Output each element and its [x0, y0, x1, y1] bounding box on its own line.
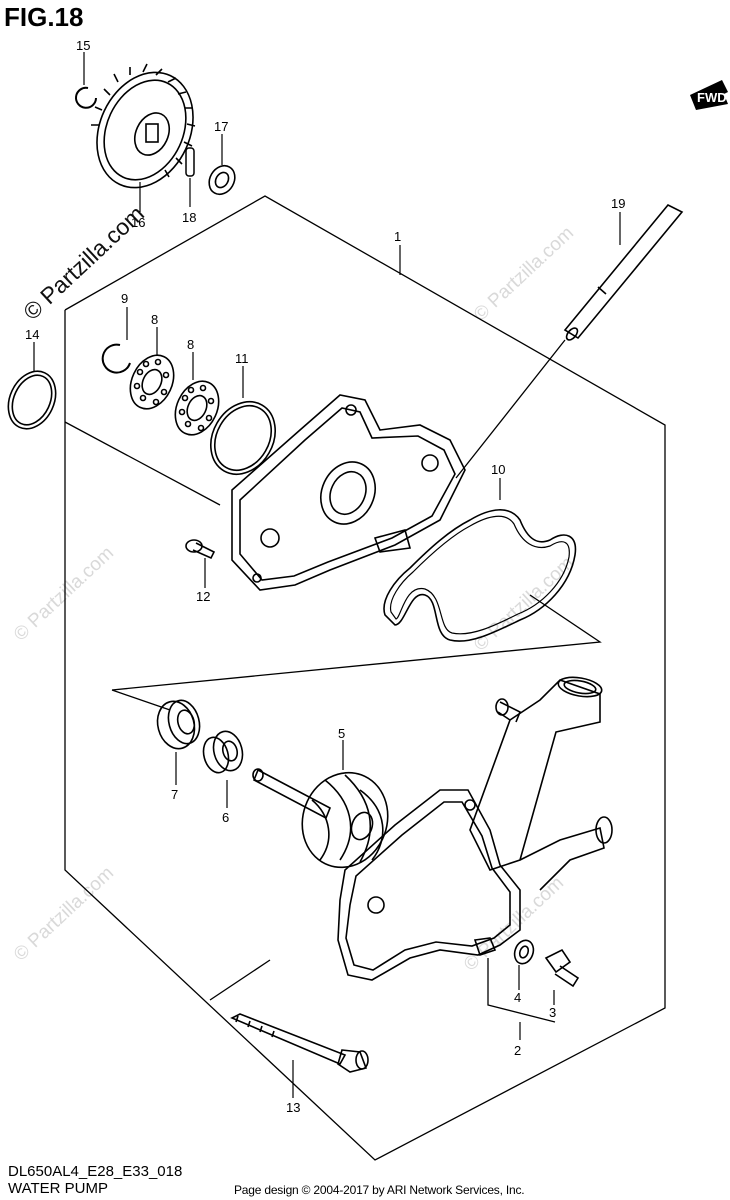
- bearing-icon: [174, 380, 220, 436]
- upper-guide-line: [64, 421, 221, 506]
- callout-16: 16: [131, 215, 145, 230]
- callout-7: 7: [171, 787, 178, 802]
- callout-3: 3: [549, 1005, 556, 1020]
- oil-seal-icon: [156, 699, 201, 750]
- model-code: DL650AL4_E28_E33_018: [8, 1163, 183, 1180]
- figure-label: FIG.18: [4, 2, 84, 32]
- callout-15: 15: [76, 38, 90, 53]
- long-bolt-icon: [230, 1013, 369, 1073]
- screw-icon: [185, 539, 216, 560]
- section-name: WATER PUMP: [8, 1180, 108, 1197]
- dowel-pin-icon: [185, 147, 195, 177]
- impeller-icon: [252, 768, 389, 869]
- callout-19: 19: [611, 196, 625, 211]
- fwd-arrow-icon: FWD: [690, 80, 728, 110]
- copyright-credit: Page design © 2004-2017 by ARI Network S…: [234, 1183, 525, 1197]
- mechanical-seal-icon: [202, 730, 244, 774]
- callout-numbers: 1 2 3 4 5 6 7 8 8 9 10 11 12 13 14 15 16…: [25, 38, 625, 1115]
- leader-lines: [33, 52, 621, 1098]
- callout-17: 17: [214, 119, 228, 134]
- callout-14: 14: [25, 327, 39, 342]
- hose-icon: [563, 203, 684, 341]
- callout-9: 9: [121, 291, 128, 306]
- callout-11: 11: [235, 351, 249, 366]
- bearing-icon: [129, 354, 175, 410]
- mid-guide-line: [111, 594, 602, 691]
- o-ring-icon: [210, 401, 276, 475]
- hose-guide-line: [455, 339, 566, 479]
- washer-icon: [208, 164, 236, 196]
- pump-cover-icon: [231, 394, 466, 591]
- fwd-label: FWD: [697, 90, 727, 105]
- callout-2: 2: [514, 1043, 521, 1058]
- washer-icon: [513, 939, 535, 965]
- circlip-icon: [101, 343, 131, 374]
- gasket-inner-icon: [389, 515, 570, 635]
- bracket-line: [487, 958, 556, 1023]
- callout-12: 12: [196, 589, 210, 604]
- callout-8a: 8: [151, 312, 158, 327]
- drain-bolt-icon: [544, 948, 580, 988]
- callout-8b: 8: [187, 337, 194, 352]
- pump-gear-icon: [91, 63, 196, 189]
- callout-13: 13: [286, 1100, 300, 1115]
- callout-1: 1: [394, 229, 401, 244]
- assembly-outline: [64, 195, 666, 1161]
- callout-18: 18: [182, 210, 196, 225]
- guide-line: [111, 689, 171, 711]
- circlip-icon: [75, 86, 97, 109]
- callout-4: 4: [514, 990, 521, 1005]
- gasket-icon: [383, 509, 577, 642]
- pump-body-icon: [337, 676, 613, 981]
- callout-10: 10: [491, 462, 505, 477]
- o-ring-icon: [7, 370, 57, 430]
- callout-6: 6: [222, 810, 229, 825]
- lower-bracket-line: [209, 959, 271, 1001]
- callout-5: 5: [338, 726, 345, 741]
